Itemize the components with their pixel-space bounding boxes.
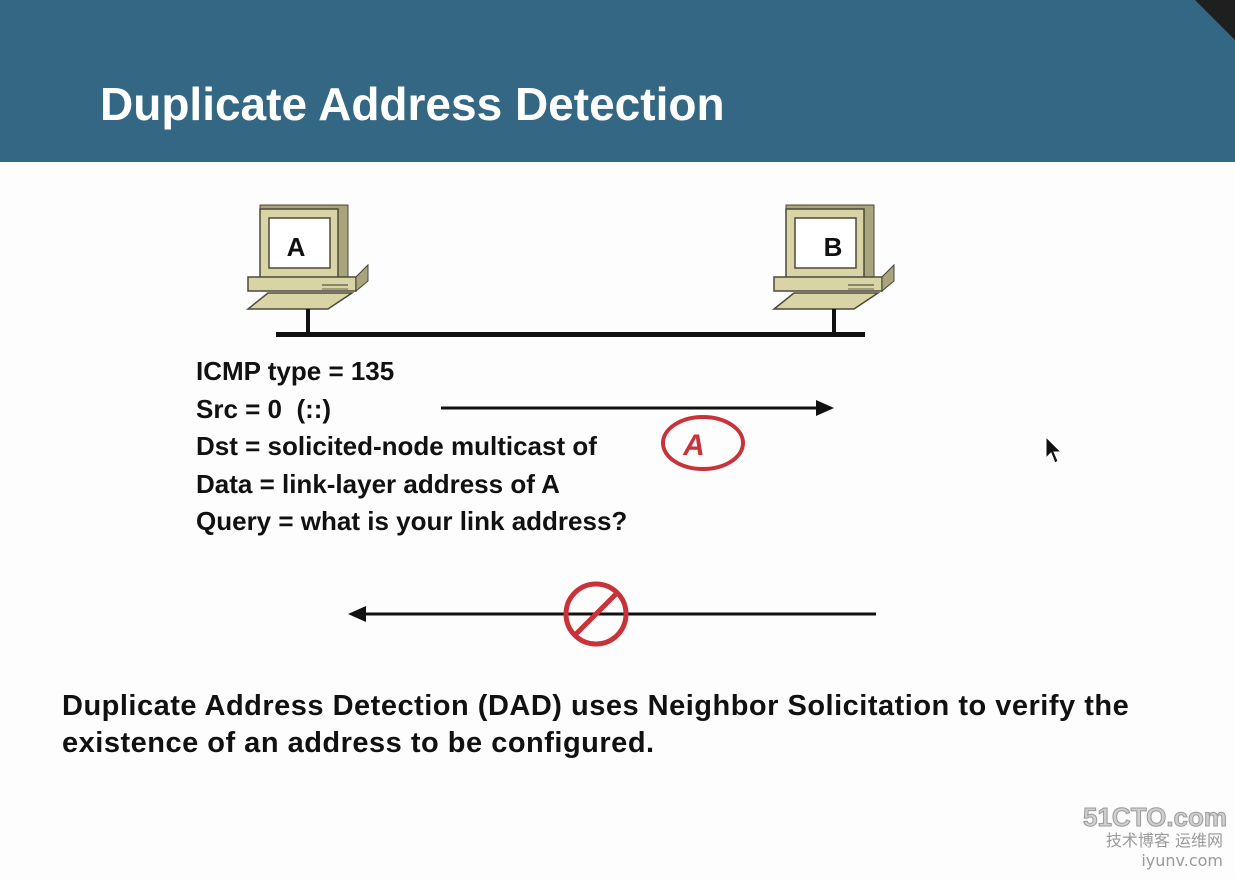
slide-title: Duplicate Address Detection xyxy=(100,78,725,130)
computer-a-icon xyxy=(245,204,369,333)
computer-b-icon xyxy=(771,204,895,333)
forward-arrow-icon xyxy=(441,400,834,416)
corner-fold xyxy=(1195,0,1235,40)
computer-a-label: A xyxy=(287,232,306,262)
return-arrow-icon xyxy=(348,606,876,622)
packet-field-icmp-type: ICMP type = 135 xyxy=(196,356,395,386)
highlight-address-label: A xyxy=(682,429,705,462)
watermark: 51CTO.com 技术博客 运维网 iyunv.com xyxy=(1083,802,1228,871)
watermark-logo: 51CTO.com xyxy=(1083,802,1228,832)
mouse-pointer-icon xyxy=(1045,436,1063,464)
packet-field-data: Data = link-layer address of A xyxy=(196,468,560,499)
packet-fields: ICMP type = 135 Src = 0 (::) Dst = solic… xyxy=(196,353,627,541)
computer-b-label: B xyxy=(824,232,843,262)
highlight-ellipse xyxy=(661,415,745,471)
watermark-subtitle: 技术博客 运维网 iyunv.com xyxy=(1105,831,1223,870)
slide-caption: Duplicate Address Detection (DAD) uses N… xyxy=(62,690,1130,759)
packet-field-dst: Dst = solicited-node multicast of xyxy=(196,431,597,461)
network-segment xyxy=(276,332,865,337)
title-bar xyxy=(0,0,1235,162)
packet-field-query: Query = what is your link address? xyxy=(196,506,628,536)
packet-field-src: Src = 0 (::) xyxy=(196,393,332,424)
prohibited-icon xyxy=(563,581,629,647)
